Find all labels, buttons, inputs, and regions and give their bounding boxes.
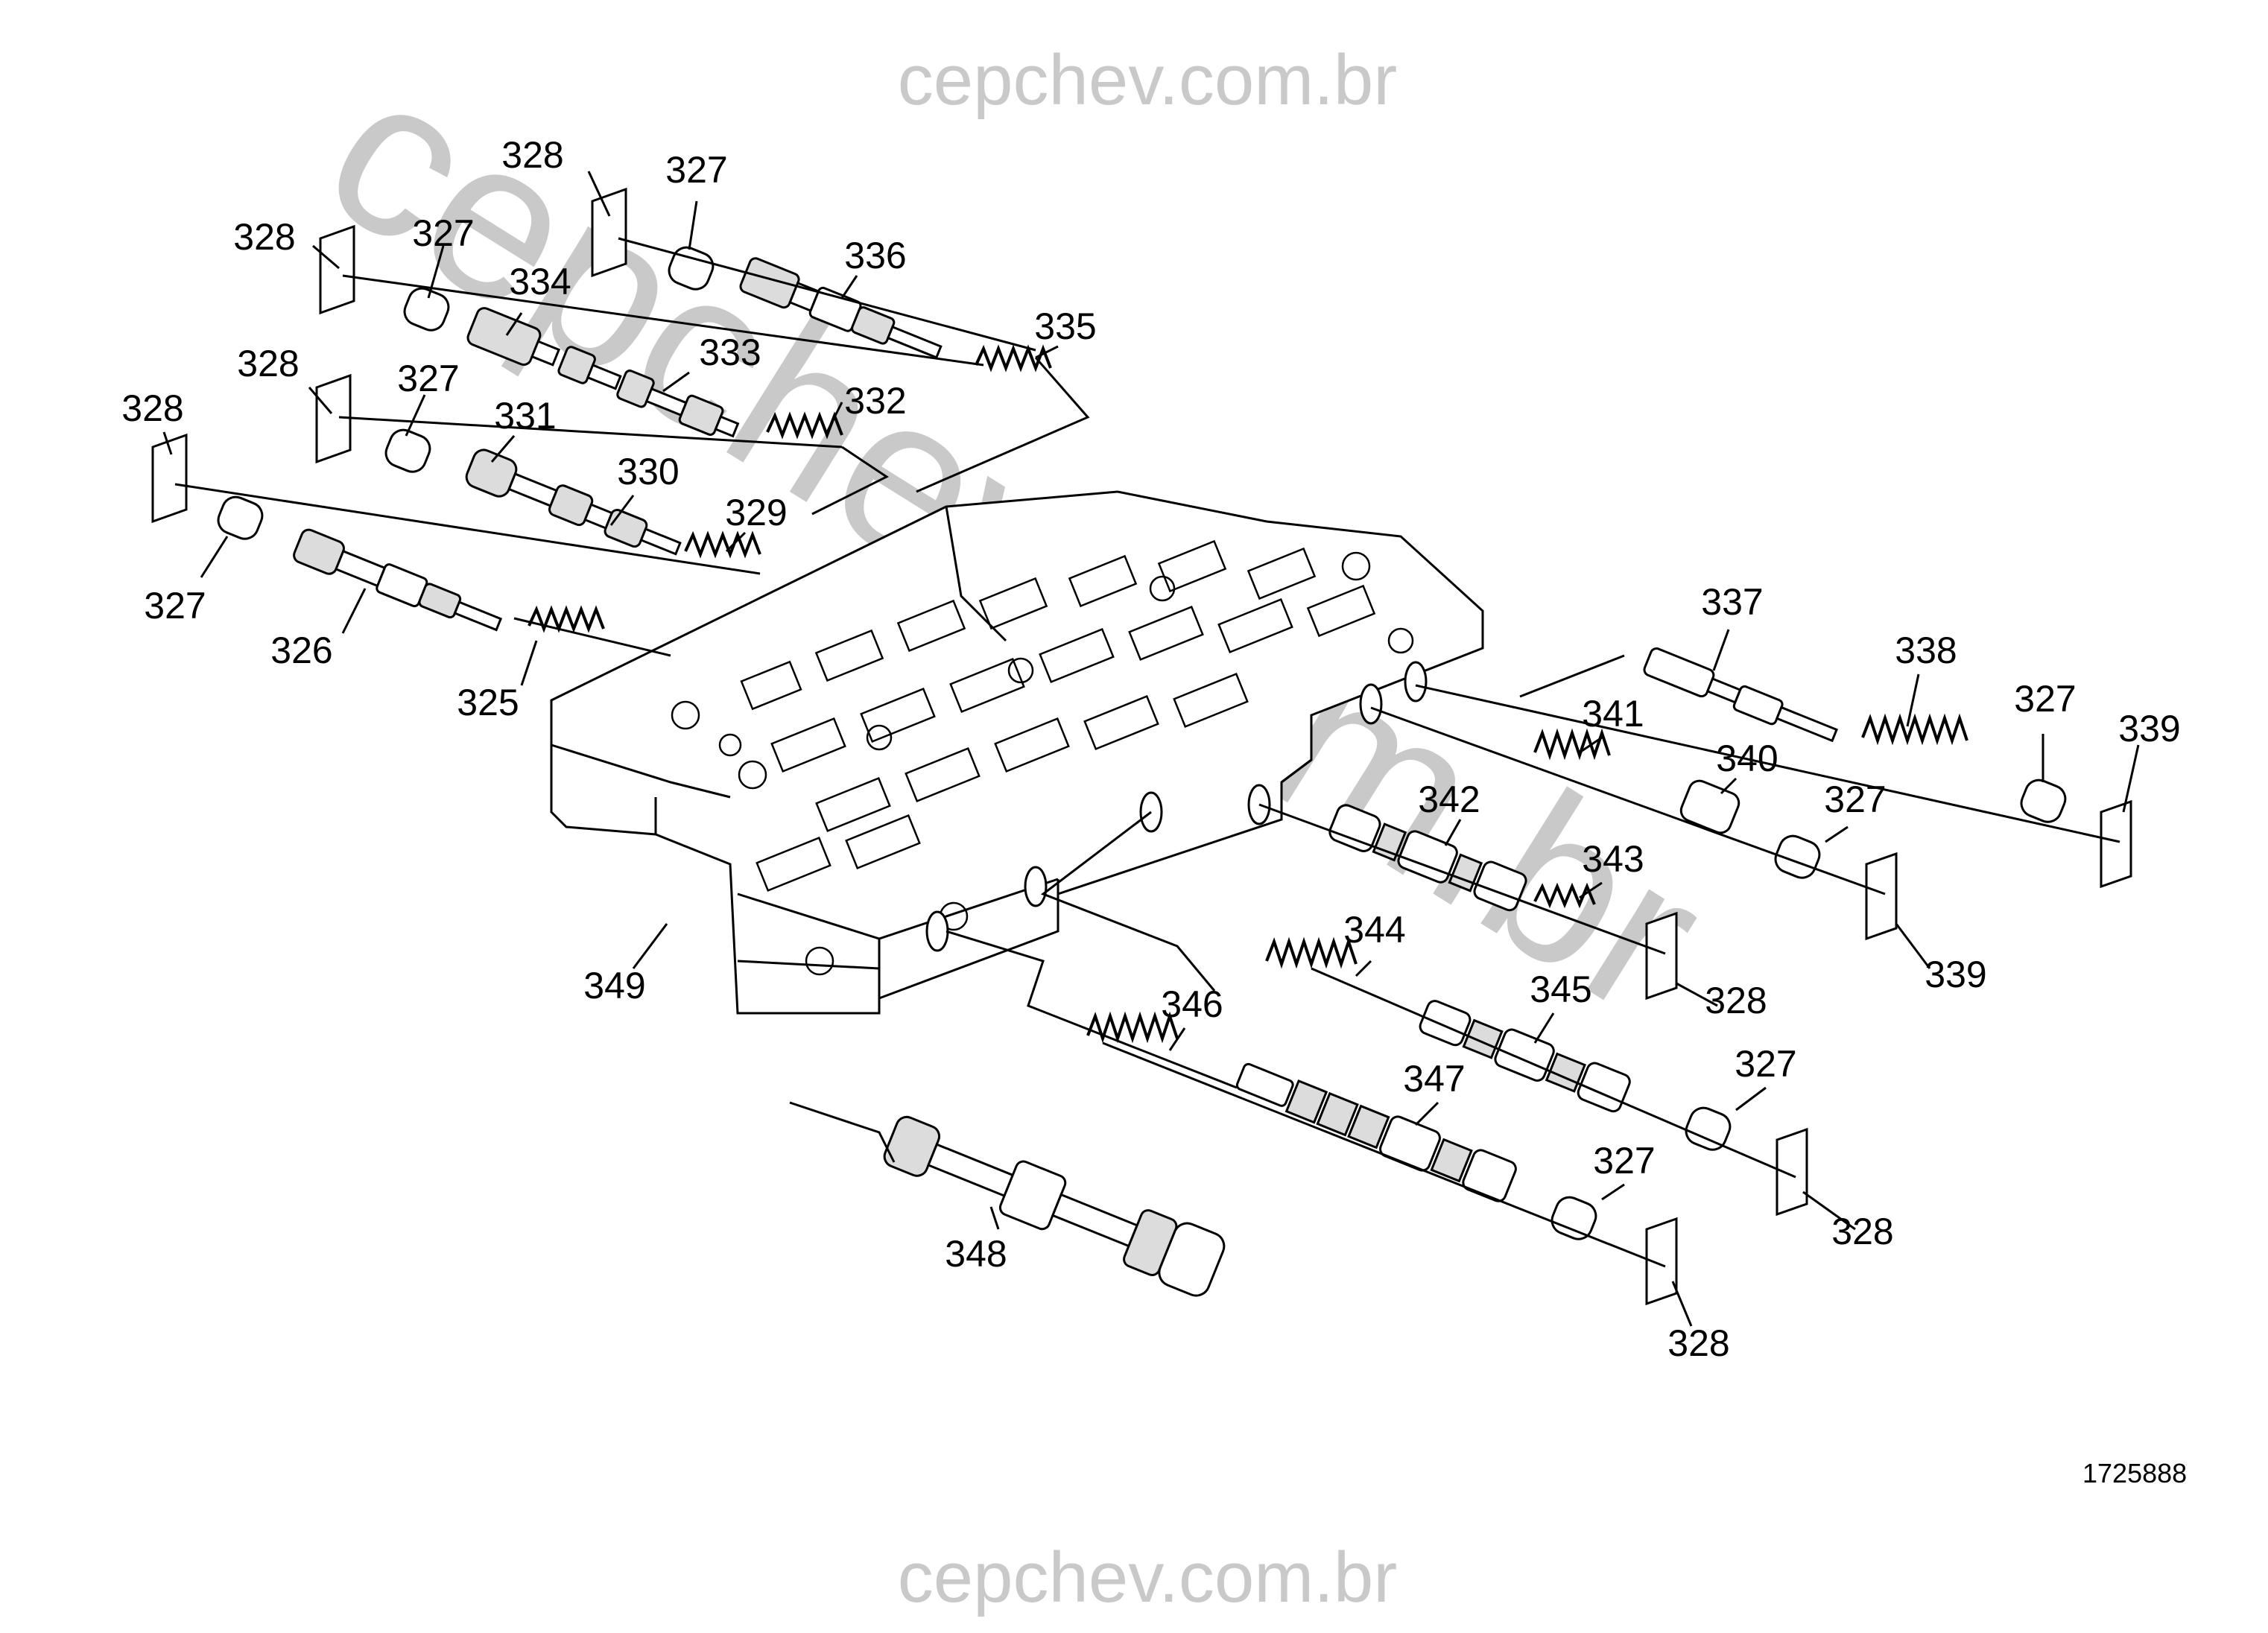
callout-327-right-upper: 327	[2014, 678, 2076, 720]
callout-333: 333	[699, 332, 761, 373]
callout-339-upper: 339	[2118, 708, 2180, 749]
callout-340: 340	[1716, 738, 1778, 779]
callout-331: 331	[494, 395, 556, 437]
callout-327-left: 327	[144, 585, 206, 627]
callout-328-upper-left: 328	[233, 216, 295, 258]
callout-328-middle: 328	[237, 343, 299, 384]
callout-328-right: 328	[1705, 980, 1767, 1021]
callout-335: 335	[1034, 305, 1096, 347]
callout-338: 338	[1895, 630, 1957, 671]
callout-345: 345	[1530, 968, 1591, 1010]
callout-339-lower: 339	[1925, 954, 1986, 995]
callout-327-middle: 327	[397, 358, 459, 399]
figure-id: 1725888	[2082, 1458, 2187, 1488]
callout-330: 330	[617, 451, 679, 492]
callout-328-top: 328	[501, 134, 563, 176]
callout-337: 337	[1701, 581, 1763, 623]
callout-327-lower-right: 327	[1735, 1043, 1796, 1085]
callout-334: 334	[509, 261, 571, 302]
callout-327-upper-left: 327	[412, 212, 474, 254]
axis-lines	[174, 237, 2120, 1268]
plug-shapes	[217, 246, 2067, 1240]
valve-spools	[293, 257, 1839, 1297]
callout-328-lower-right: 328	[1831, 1211, 1893, 1252]
callout-327-top: 327	[665, 149, 727, 191]
callout-labels: 328 327 328 327 334 336 335 328 327 333 …	[121, 134, 2180, 1364]
clip-shapes	[151, 187, 2132, 1306]
leader-lines	[162, 171, 2140, 1327]
callout-332: 332	[844, 380, 906, 422]
callout-342: 342	[1418, 779, 1480, 820]
watermark-bottom: cepchev.com.br	[898, 1538, 1398, 1617]
callout-341: 341	[1582, 693, 1644, 735]
callout-344: 344	[1343, 909, 1405, 951]
callout-325: 325	[457, 682, 519, 723]
callout-328-bottom: 328	[1667, 1322, 1729, 1364]
valve-body	[550, 490, 1484, 1015]
callout-329: 329	[725, 492, 787, 533]
callout-343: 343	[1582, 838, 1644, 880]
callout-336: 336	[844, 235, 906, 276]
callout-326: 326	[270, 630, 332, 671]
watermark-top: cepchev.com.br	[898, 40, 1398, 120]
callout-327-bottom: 327	[1593, 1140, 1655, 1182]
callout-349: 349	[583, 965, 645, 1006]
callout-347: 347	[1403, 1058, 1465, 1100]
callout-346: 346	[1161, 983, 1223, 1025]
callout-348: 348	[945, 1233, 1007, 1275]
callout-328-left: 328	[121, 387, 183, 429]
callout-327-right-middle: 327	[1824, 779, 1886, 820]
